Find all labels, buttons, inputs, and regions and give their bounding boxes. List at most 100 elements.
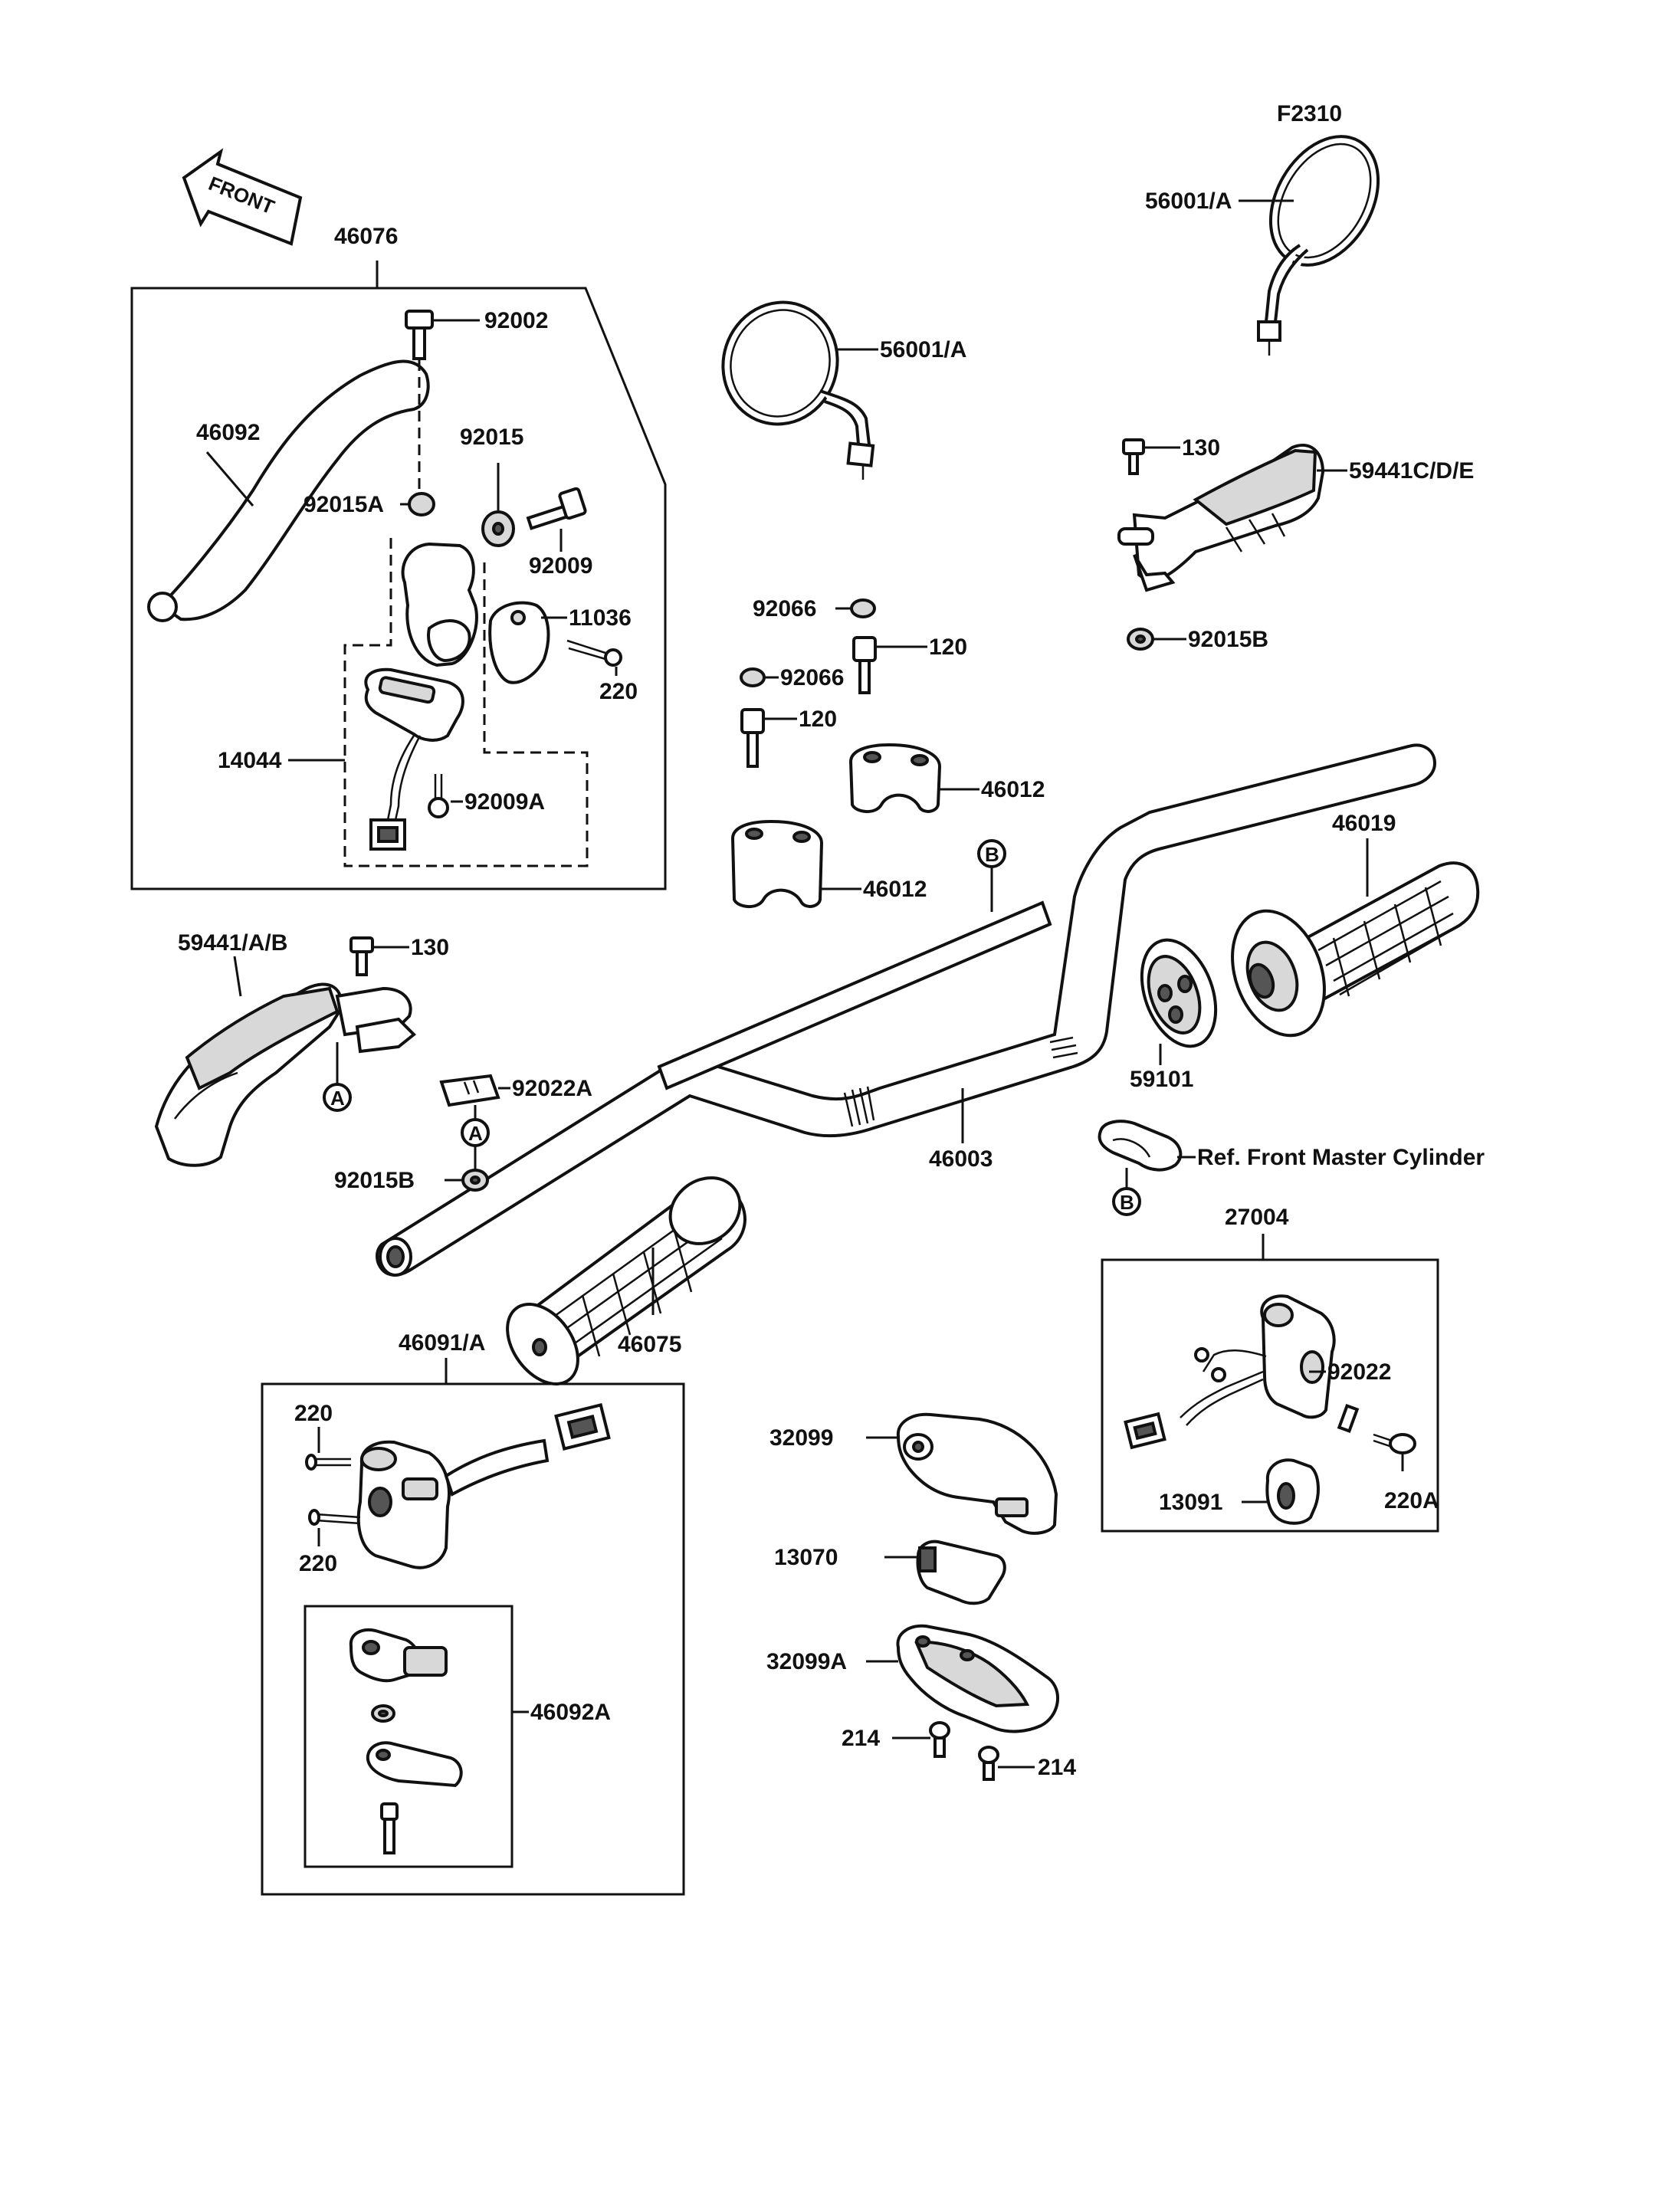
mirror-left-56001A [721, 300, 875, 480]
screw-92009A [428, 774, 449, 818]
switch-housing-46091 [356, 1440, 451, 1569]
lever-kit-box-46092A [304, 1605, 514, 1868]
screw-220A [1373, 1433, 1416, 1454]
label-92022A: 92022A [512, 1076, 592, 1101]
label-59101: 59101 [1130, 1067, 1193, 1092]
label-59441CDE: 59441C/D/E [1349, 458, 1474, 484]
bolt-130-right [1122, 438, 1145, 475]
switch-13070 [916, 1540, 1006, 1605]
cap-92066-bottom [740, 667, 766, 687]
left-switch-box [261, 1382, 685, 1896]
screw-220-lever [566, 639, 622, 667]
clutch-lever-group: 46076 46092 92002 92015A 92015 92009 [130, 224, 667, 890]
switch-housing-27004 [1260, 1294, 1336, 1419]
callout-b-clamp: B [1112, 1187, 1141, 1216]
label-120-bottom: 120 [799, 707, 837, 732]
label-214-left: 214 [842, 1726, 880, 1751]
label-13091: 13091 [1159, 1490, 1222, 1515]
label-56001A-right: 56001/A [1145, 189, 1232, 214]
nut-92015B-left [461, 1169, 489, 1192]
label-27004: 27004 [1225, 1205, 1289, 1230]
bolt-92002 [405, 310, 434, 490]
label-92066-bottom: 92066 [780, 665, 844, 690]
label-92009: 92009 [529, 553, 592, 579]
hand-guard-right [1117, 444, 1325, 592]
screw-220-sw-top [305, 1454, 351, 1471]
callout-a-lower: A [461, 1118, 490, 1147]
callout-a-upper: A [323, 1083, 352, 1112]
housing-32099A [896, 1624, 1060, 1733]
label-130-right: 130 [1182, 435, 1220, 461]
master-cylinder-clamp [1098, 1120, 1183, 1172]
right-switch-box [1101, 1258, 1439, 1533]
clutch-lever-box [130, 287, 667, 890]
label-92009A: 92009A [464, 789, 545, 815]
front-arrow-icon: FRONT [182, 148, 303, 246]
label-46003: 46003 [929, 1146, 993, 1172]
callout-b-handlebar: B [977, 839, 1006, 868]
svg-text:B: B [1120, 1191, 1134, 1214]
label-92002: 92002 [484, 308, 548, 333]
label-220-sw-top: 220 [294, 1401, 333, 1426]
bushing-92015A [408, 492, 435, 516]
label-46012-bottom: 46012 [863, 877, 927, 902]
label-92015B-right: 92015B [1188, 627, 1268, 652]
label-220-lever: 220 [599, 679, 638, 704]
label-ref-master-cylinder: Ref. Front Master Cylinder [1197, 1145, 1485, 1170]
label-13070: 13070 [774, 1545, 838, 1570]
svg-text:A: A [330, 1087, 345, 1110]
screw-220-sw-bottom [308, 1509, 361, 1526]
clamp-46012-top [848, 743, 942, 813]
label-46019: 46019 [1332, 811, 1396, 836]
plate-92022 [1337, 1403, 1360, 1434]
left-switch-group: 46091/A 220 220 46092A [261, 1330, 685, 1896]
label-92066-top: 92066 [753, 596, 816, 621]
holder-clamp-11036 [488, 601, 550, 684]
screw-214-left [929, 1721, 950, 1758]
svg-text:B: B [985, 843, 999, 866]
grip-46075 [506, 1176, 746, 1385]
label-11036: 11036 [569, 605, 632, 631]
label-92015: 92015 [460, 425, 523, 450]
label-46092: 46092 [196, 420, 260, 445]
nut-92015B-right [1127, 628, 1154, 651]
label-14044: 14044 [218, 748, 282, 773]
clutch-lever [158, 359, 430, 621]
label-46012-top: 46012 [981, 777, 1045, 802]
lever-kit-parts [349, 1628, 463, 1854]
plate-92022A [439, 1074, 500, 1107]
bolt-130-left [349, 936, 374, 976]
clamp-46012-bottom [730, 819, 824, 908]
label-92015A: 92015A [304, 492, 384, 517]
label-46091A: 46091/A [399, 1330, 485, 1356]
label-46076: 46076 [334, 224, 398, 249]
hand-guard-left [154, 982, 416, 1167]
right-switch-group: 27004 92022 220A 13091 [1101, 1205, 1439, 1533]
clutch-switch-14044 [364, 667, 464, 851]
label-46075: 46075 [618, 1332, 681, 1357]
label-92015B-left: 92015B [334, 1168, 415, 1193]
grip-46019 [1231, 861, 1480, 1038]
label-220A: 220A [1384, 1488, 1439, 1513]
label-220-sw-bottom: 220 [299, 1551, 337, 1576]
handlebar-46003 [376, 743, 1437, 1277]
label-56001A-left: 56001/A [880, 337, 966, 362]
bolt-120-bottom [740, 708, 765, 768]
label-120-top: 120 [929, 635, 967, 660]
switch-clamp-13091 [1265, 1458, 1320, 1525]
label-46092A: 46092A [530, 1700, 611, 1725]
label-32099: 32099 [769, 1425, 833, 1451]
label-130-left: 130 [411, 935, 449, 960]
label-59441AB: 59441/A/B [178, 930, 287, 956]
label-92022: 92022 [1327, 1359, 1391, 1385]
screw-214-right [978, 1746, 999, 1781]
housing-32099 [896, 1412, 1058, 1535]
bolt-120-top [852, 636, 877, 694]
label-214-right: 214 [1038, 1755, 1076, 1780]
mirror-right-56001A [1257, 135, 1380, 356]
label-32099A: 32099A [766, 1649, 847, 1674]
bolt-92009 [526, 487, 587, 530]
svg-text:A: A [468, 1122, 483, 1145]
figure-code: F2310 [1277, 101, 1342, 126]
